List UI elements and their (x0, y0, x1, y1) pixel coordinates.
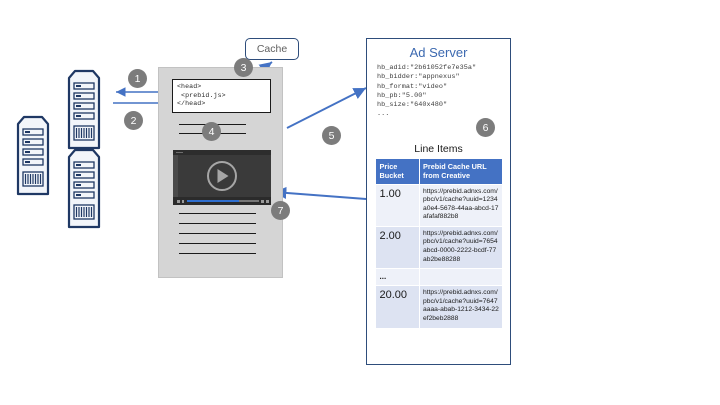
cache-callout: Cache (245, 38, 299, 60)
step-badge-7: 7 (271, 201, 290, 220)
step-badge-2-label: 2 (130, 114, 137, 127)
price-bucket-cell: 20.00 (375, 285, 420, 329)
page-text-line (179, 253, 256, 254)
line-items-table: Price Bucket Prebid Cache URL from Creat… (375, 158, 503, 329)
play-icon[interactable] (207, 160, 237, 191)
step-badge-4-label: 4 (208, 125, 215, 138)
step-badge-4: 4 (202, 122, 221, 141)
step-badge-6: 6 (476, 118, 495, 137)
code-snippet-box: <head> <prebid.js> </head> (172, 79, 271, 113)
step-badge-1-label: 1 (134, 72, 141, 85)
table-row-ellipsis: ... (375, 268, 503, 287)
cache-url-cell: https://prebid.adnxs.com/pbc/v1/cache?uu… (418, 285, 503, 329)
step-badge-7-label: 7 (277, 204, 284, 217)
ad-server-panel: Ad Server hb_adid:"2b61052fe7e35a" hb_bi… (366, 38, 511, 365)
page-text-line (179, 233, 256, 234)
video-topbar (173, 150, 271, 155)
video-progress-remaining (239, 200, 259, 202)
table-header-row: Price Bucket Prebid Cache URL from Creat… (375, 158, 503, 185)
server-top (63, 69, 105, 151)
cache-url-cell-empty (418, 268, 503, 287)
step-badge-2: 2 (124, 111, 143, 130)
ad-server-title: Ad Server (409, 45, 468, 60)
cache-label: Cache (256, 43, 288, 55)
step-badge-6-label: 6 (482, 121, 489, 134)
step-badge-1: 1 (128, 69, 147, 88)
video-player[interactable] (173, 150, 271, 205)
server-bottom (63, 148, 105, 230)
step-badge-3: 3 (234, 58, 253, 77)
video-play-control-icon[interactable] (177, 199, 180, 203)
price-bucket-cell-ellipsis: ... (375, 268, 420, 287)
server-left (12, 115, 54, 197)
price-bucket-cell: 1.00 (375, 183, 420, 227)
step-badge-5: 5 (322, 126, 341, 145)
table-row: 1.00 https://prebid.adnxs.com/pbc/v1/cac… (375, 183, 503, 227)
price-bucket-cell: 2.00 (375, 225, 420, 270)
step-badge-3-label: 3 (240, 61, 247, 74)
cache-url-cell: https://prebid.adnxs.com/pbc/v1/cache?uu… (418, 183, 503, 227)
video-progress-bar[interactable] (187, 200, 239, 203)
video-settings-icon[interactable] (261, 199, 264, 203)
col-header-price-bucket: Price Bucket (375, 158, 420, 185)
col-header-cache-url: Prebid Cache URL from Creative (418, 158, 503, 185)
video-fullscreen-icon[interactable] (266, 199, 269, 203)
web-page-mockup: <head> <prebid.js> </head> (158, 67, 283, 278)
table-row: 20.00 https://prebid.adnxs.com/pbc/v1/ca… (375, 285, 503, 329)
page-text-line (179, 213, 256, 214)
video-mute-icon[interactable] (182, 199, 184, 203)
line-items-label: Line Items (414, 143, 463, 155)
cache-url-cell: https://prebid.adnxs.com/pbc/v1/cache?uu… (418, 225, 503, 270)
video-controls-bar[interactable] (173, 197, 271, 205)
play-triangle-icon (217, 168, 229, 183)
page-text-line (179, 243, 256, 244)
hb-params-block: hb_adid:"2b61052fe7e35a" hb_bidder:"appn… (377, 64, 477, 119)
video-left-strip (173, 155, 178, 197)
step-badge-5-label: 5 (328, 129, 335, 142)
page-text-line (179, 223, 256, 224)
table-row: 2.00 https://prebid.adnxs.com/pbc/v1/cac… (375, 225, 503, 270)
